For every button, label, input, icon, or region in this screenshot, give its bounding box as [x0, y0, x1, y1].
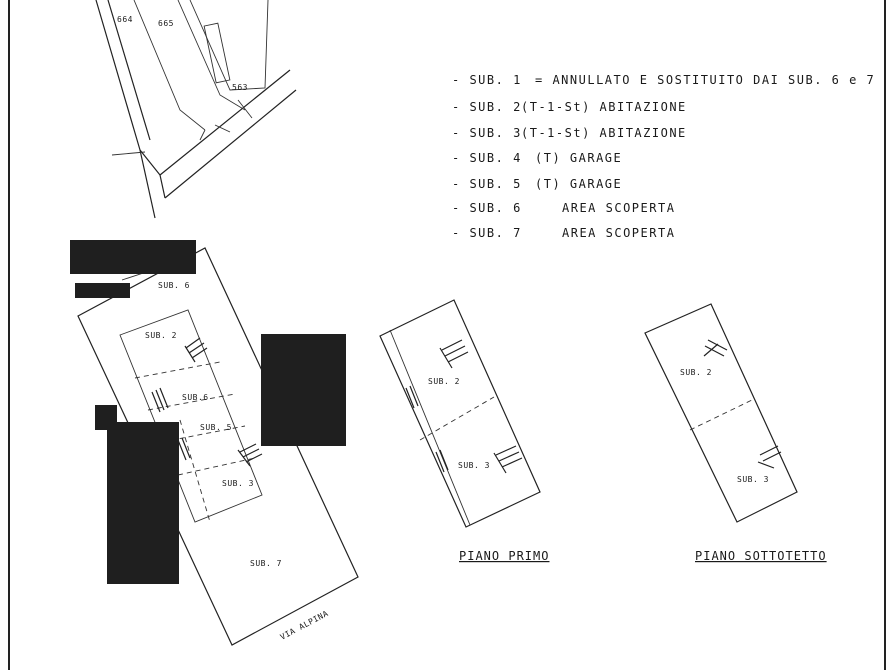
- legend-sub6-prefix: - SUB. 6: [452, 201, 522, 215]
- first-floor-sub3-label: SUB. 3: [458, 461, 490, 470]
- legend-sub2-text: (T-1-St) ABITAZIONE: [521, 100, 687, 114]
- legend-sub4-prefix: - SUB. 4: [452, 151, 522, 165]
- ground-sub2-label: SUB. 2: [145, 331, 177, 340]
- first-floor-divider: [419, 396, 495, 441]
- legend-sub4-text: (T) GARAGE: [535, 151, 622, 165]
- legend-sub5-text: (T) GARAGE: [535, 177, 622, 191]
- map-road-edge-left-inner: [107, 0, 151, 141]
- first-floor-plan: SUB. 2 SUB. 3 PIANO PRIMO: [379, 299, 549, 563]
- attic-plan: SUB. 2 SUB. 3 PIANO SOTTOTETTO: [644, 303, 827, 563]
- stair-symbol-sub3: [237, 443, 263, 467]
- map-detail-line: [111, 151, 146, 156]
- attic-sub2-label: SUB. 2: [680, 368, 712, 377]
- sheet-border-left: [8, 0, 10, 670]
- attic-outline: [644, 303, 798, 523]
- legend-sub7-prefix: - SUB. 7: [452, 226, 522, 240]
- ground-divider-1: [134, 361, 221, 379]
- map-building-563: [203, 22, 231, 84]
- legend: - SUB. 1 = ANNULLATO E SOSTITUITO DAI SU…: [452, 73, 875, 240]
- ground-sub7-label: SUB. 7: [250, 559, 282, 568]
- stair-symbol-first-2: [493, 445, 523, 474]
- ground-sub3-label: SUB. 3: [222, 479, 254, 488]
- map-parcel-line-2: [177, 0, 246, 111]
- map-ticks: [199, 99, 253, 141]
- redaction-block-left: [107, 422, 179, 584]
- redaction-block-top: [70, 240, 196, 274]
- map-road-top: [159, 69, 291, 176]
- first-floor-sub2-label: SUB. 2: [428, 377, 460, 386]
- map-parcel-563-outline: [189, 0, 269, 91]
- attic-sub3-label: SUB. 3: [737, 475, 769, 484]
- map-parcel-line-1: [133, 0, 206, 131]
- stair-symbol-attic-2: [757, 445, 782, 469]
- ground-dashed-wall: [179, 419, 211, 523]
- first-floor-outline: [379, 299, 541, 528]
- map-parcel-665-label: 665: [158, 19, 174, 28]
- attic-title: PIANO SOTTOTETTO: [695, 549, 827, 563]
- legend-sub1-text: = ANNULLATO E SOSTITUITO DAI SUB. 6 e 7: [535, 73, 875, 87]
- ground-sub6-label: SUB. 6: [158, 281, 190, 290]
- legend-sub2-prefix: - SUB. 2: [452, 100, 522, 114]
- first-floor-title: PIANO PRIMO: [459, 549, 549, 563]
- stair-symbol-sub2: [184, 337, 208, 363]
- stair-symbol-attic-1: [703, 339, 728, 357]
- map-parcel-664-label: 664: [117, 15, 133, 24]
- legend-sub5-prefix: - SUB. 5: [452, 177, 522, 191]
- legend-sub1-prefix: - SUB. 1: [452, 73, 522, 87]
- ground-sub6-inner-label: SUB.6: [182, 393, 209, 402]
- ground-divider-2: [147, 393, 236, 411]
- first-floor-inner-wall: [389, 329, 471, 526]
- attic-divider: [689, 399, 753, 431]
- sheet-border-right: [884, 0, 886, 670]
- legend-sub6-text: AREA SCOPERTA: [562, 201, 675, 215]
- redaction-block-right: [261, 334, 346, 446]
- stair-symbol-first-1: [439, 339, 469, 369]
- map-road-edge-left: [95, 0, 156, 219]
- legend-sub3-prefix: - SUB. 3: [452, 126, 522, 140]
- legend-sub7-text: AREA SCOPERTA: [562, 226, 675, 240]
- wall-hatch-first: [405, 385, 449, 473]
- ground-floor-plan: SUB. 6 SUB. 2 SUB.6 SUB. 5 SUB. 3 SUB. 7…: [70, 240, 359, 646]
- wall-hatch-left: [151, 387, 191, 461]
- ground-divider-4: [177, 457, 256, 476]
- redaction-block-small: [75, 283, 130, 298]
- map-road-bottom: [164, 89, 297, 199]
- site-map: 664 665 563: [95, 0, 297, 219]
- street-label: VIA ALPINA: [279, 609, 330, 642]
- ground-sub5-label: SUB. 5: [200, 423, 232, 432]
- map-parcel-563-label: 563: [232, 83, 248, 92]
- legend-sub3-text: (T-1-St) ABITAZIONE: [521, 126, 687, 140]
